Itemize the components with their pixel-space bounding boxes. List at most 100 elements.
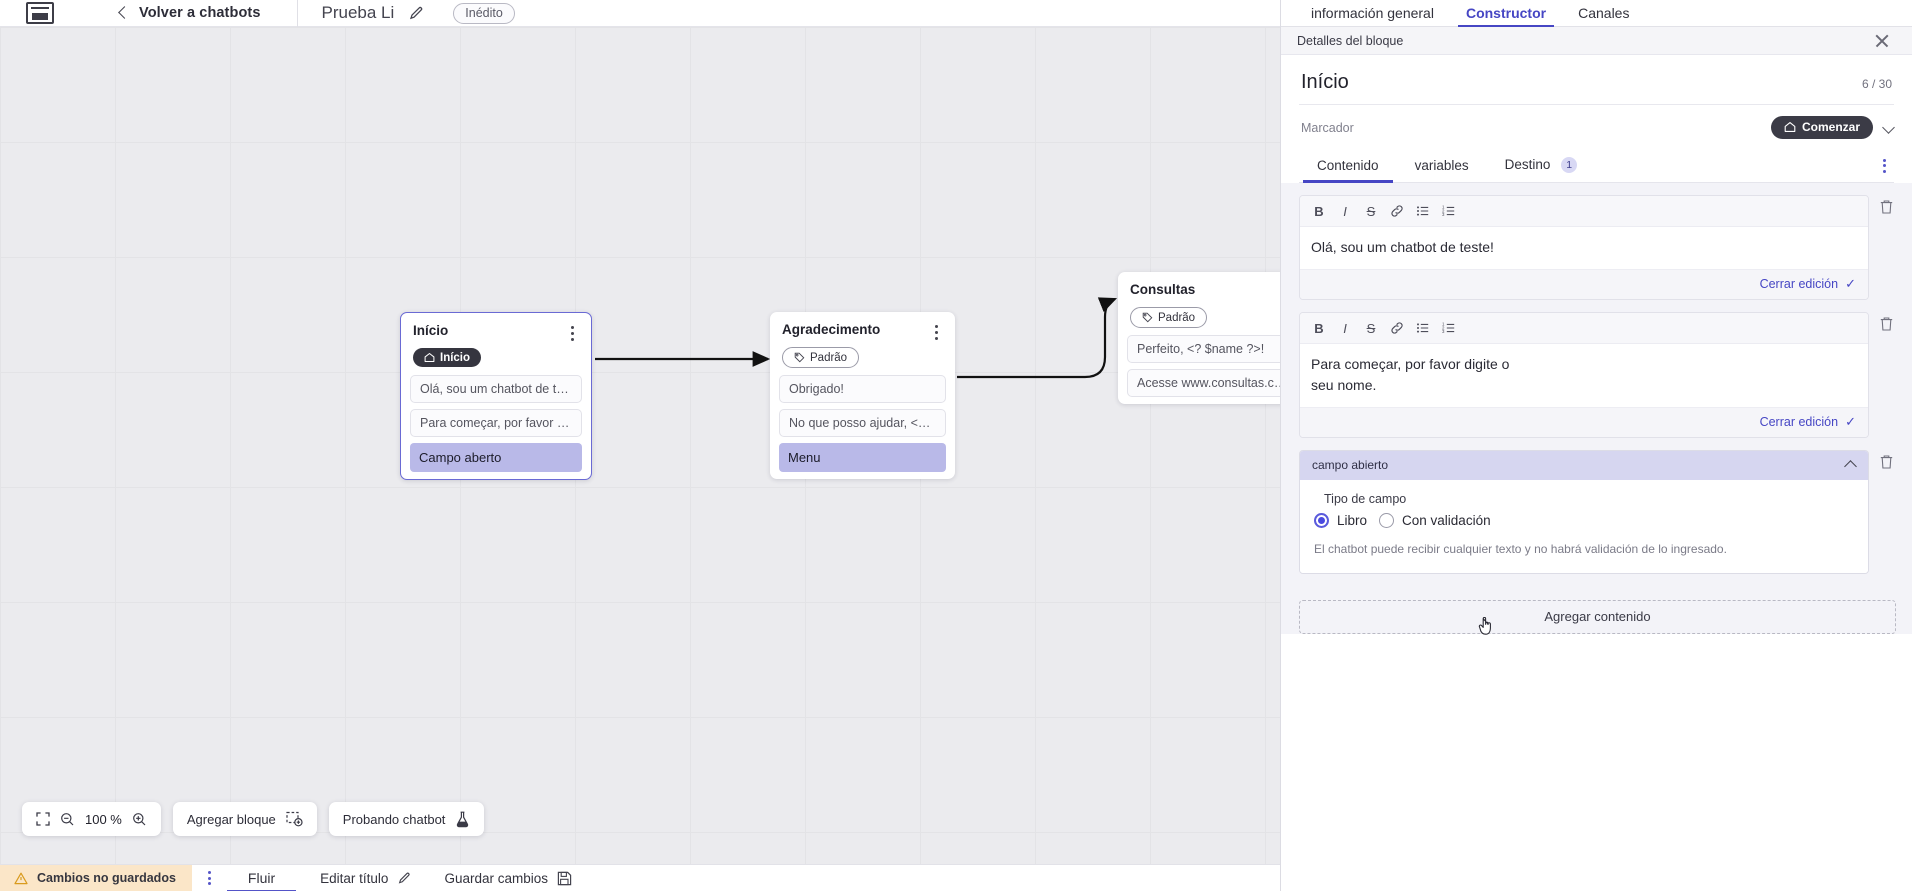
strikethrough-icon[interactable]: S (1366, 320, 1376, 336)
tab-destino[interactable]: Destino 1 (1487, 149, 1596, 182)
radio-option-libro-label: Libro (1337, 512, 1368, 528)
save-disk-icon (557, 871, 572, 885)
trash-icon[interactable] (1876, 195, 1896, 215)
node-row-message[interactable]: Perfeito, <? $name ?>! (1127, 335, 1299, 363)
radio-option-con-validacion-label: Con validación (1402, 512, 1491, 528)
chevron-up-icon[interactable] (1845, 459, 1856, 470)
trash-icon[interactable] (1876, 450, 1896, 470)
pointer-cursor-icon (1478, 616, 1494, 637)
node-row-message[interactable]: Acesse www.consultas.com par... (1127, 369, 1299, 397)
kebab-menu-icon[interactable] (207, 871, 211, 885)
tab-constructor[interactable]: Constructor (1450, 5, 1562, 27)
panel-tabs: información general Constructor Canales (1281, 0, 1912, 27)
svg-text:2: 2 (1442, 208, 1445, 213)
svg-text:1: 1 (1442, 322, 1445, 327)
radio-option-libro[interactable]: Libro (1314, 512, 1368, 528)
tab-variables[interactable]: variables (1397, 150, 1487, 182)
close-edit-button[interactable]: Cerrar edición (1759, 277, 1839, 292)
italic-icon[interactable]: I (1343, 203, 1347, 219)
panel-body: Início 6 / 30 Marcador Comenzar Contenid… (1281, 55, 1912, 183)
pencil-icon[interactable] (408, 5, 425, 22)
chevron-left-icon[interactable] (116, 7, 129, 20)
tab-variables-label: variables (1414, 157, 1469, 173)
trash-icon[interactable] (1876, 312, 1896, 332)
node-row-message[interactable]: Para começar, por favor digite o ... (410, 409, 582, 437)
app-logo-icon[interactable] (26, 2, 54, 24)
status-badge: Inédito (453, 2, 515, 24)
tab-informacion-general[interactable]: información general (1311, 5, 1434, 21)
panel-subheader: Detalles del bloque (1281, 27, 1912, 55)
field-type-label: Tipo de campo (1324, 491, 1407, 506)
kebab-menu-icon[interactable] (929, 322, 943, 340)
node-row-selected[interactable]: Menu (779, 443, 946, 472)
open-field-card: campo abierto Tipo de campo Libro (1299, 449, 1869, 574)
zoom-in-icon[interactable] (132, 812, 147, 827)
bold-icon[interactable]: B (1314, 320, 1324, 336)
kebab-menu-icon[interactable] (1883, 158, 1886, 173)
radio-option-con-validacion[interactable]: Con validación (1379, 512, 1491, 528)
content-tabs: Contenido variables Destino 1 (1299, 149, 1894, 183)
marker-label: Marcador (1301, 120, 1354, 135)
link-icon[interactable] (1384, 318, 1410, 338)
bulleted-list-icon[interactable] (1410, 201, 1436, 221)
bold-icon[interactable]: B (1314, 203, 1324, 219)
strikethrough-icon[interactable]: S (1366, 203, 1376, 219)
field-card-header[interactable]: campo abierto (1300, 450, 1868, 480)
node-rows: Obrigado! No que posso ajudar, <? $name … (770, 370, 955, 472)
flask-icon (455, 811, 470, 828)
add-content-button[interactable]: Agregar contenido (1299, 599, 1896, 637)
bulleted-list-icon[interactable] (1410, 318, 1436, 338)
node-tag-row: Início (401, 341, 591, 370)
node-title: Início (413, 323, 449, 338)
node-header: Início (401, 313, 591, 341)
back-to-chatbots-link[interactable]: Volver a chatbots (139, 5, 261, 21)
close-edit-button[interactable]: Cerrar edición (1759, 414, 1839, 429)
italic-icon[interactable]: I (1343, 320, 1347, 336)
editor-footer: Cerrar edición ✓ (1300, 406, 1868, 437)
node-tag-badge: Início (413, 348, 482, 367)
edit-title-button[interactable]: Editar título (320, 871, 412, 886)
node-tag-row: Padrão (770, 340, 955, 370)
block-title-row: Início 6 / 30 (1299, 55, 1894, 105)
block-details-panel: información general Constructor Canales … (1280, 0, 1912, 891)
home-icon (1784, 122, 1796, 132)
node-row-message[interactable]: Olá, sou um chatbot de teste! (410, 375, 582, 403)
unsaved-changes-banner: Cambios no guardados (0, 864, 192, 891)
save-changes-button[interactable]: Guardar cambios (444, 871, 572, 886)
tab-contenido[interactable]: Contenido (1299, 150, 1397, 183)
check-icon[interactable]: ✓ (1845, 276, 1856, 292)
editor-text[interactable]: Olá, sou um chatbot de teste! (1300, 227, 1868, 270)
node-row-message[interactable]: No que posso ajudar, <? $name ... (779, 409, 946, 437)
zoom-out-icon[interactable] (60, 812, 75, 827)
node-tag-label: Padrão (810, 351, 848, 364)
node-row-selected[interactable]: Campo aberto (410, 443, 582, 472)
chevron-down-icon[interactable] (1883, 122, 1894, 133)
node-tag-label: Padrão (1158, 311, 1196, 324)
tab-fluir[interactable]: Fluir (226, 865, 297, 891)
add-block-button[interactable]: Agregar bloque (172, 802, 317, 836)
flow-node-consultas[interactable]: Consultas Padrão Perfeito, <? $name ?>! … (1118, 272, 1308, 404)
test-chatbot-button[interactable]: Probando chatbot (328, 802, 485, 836)
node-row-message[interactable]: Obrigado! (779, 375, 946, 403)
fit-screen-icon[interactable] (36, 812, 50, 826)
field-type-options: Libro Con validación (1314, 512, 1854, 528)
check-icon[interactable]: ✓ (1845, 413, 1856, 429)
link-icon[interactable] (1384, 201, 1410, 221)
marker-pill-label: Comenzar (1801, 120, 1860, 134)
marker-pill[interactable]: Comenzar (1770, 116, 1873, 139)
marker-controls: Comenzar (1770, 116, 1894, 139)
editor-text[interactable]: Para começar, por favor digite o seu nom… (1300, 344, 1530, 407)
kebab-menu-icon[interactable] (565, 323, 579, 341)
close-icon[interactable] (1874, 33, 1890, 49)
tag-icon (1142, 312, 1153, 323)
tab-canales[interactable]: Canales (1578, 5, 1630, 21)
flow-node-inicio[interactable]: Início Início Olá, sou um chatbot de tes… (400, 312, 592, 480)
marker-row: Marcador Comenzar (1299, 105, 1894, 149)
flow-node-agradecimento[interactable]: Agradecimento Padrão Obrigado! No que po… (770, 312, 955, 479)
test-chatbot-label: Probando chatbot (342, 811, 446, 827)
